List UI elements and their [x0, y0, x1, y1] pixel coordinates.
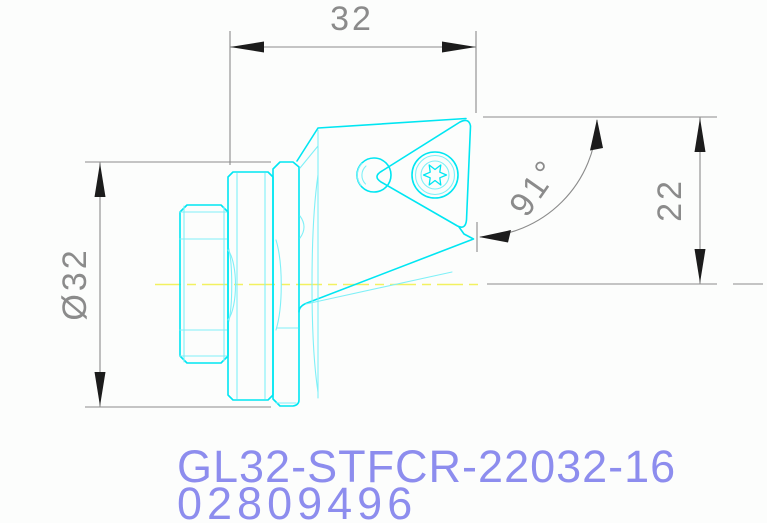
flange-ring-2-curve	[275, 239, 282, 331]
shank-outline	[179, 204, 229, 364]
head-chamfer-inner	[299, 145, 319, 169]
part-number-label: GL32-STFCR-22032-16	[177, 441, 676, 492]
diameter-arrow-top	[94, 163, 106, 197]
torx-star-icon	[422, 164, 448, 186]
flange-ring-2	[272, 161, 300, 407]
dimension-angle: 91°	[476, 119, 603, 252]
head-nose-and-bottom-edge	[298, 226, 475, 313]
flange-ring-1-edges	[236, 172, 266, 400]
height-dimension-text: 22	[651, 178, 689, 222]
head-bottom-inner-edge	[305, 271, 453, 305]
angle-dimension-text: 91°	[502, 152, 568, 223]
dimension-width: 32	[229, 0, 477, 165]
flange-ring-2-detail	[275, 327, 299, 404]
head-top-edge	[296, 117, 467, 162]
width-arrow-left	[230, 41, 264, 53]
dimension-diameter: Ø32	[56, 161, 271, 408]
screw-socket-circle	[420, 160, 450, 190]
angle-arrow-left	[479, 230, 511, 243]
height-arrow-top	[694, 118, 706, 152]
flange-ring-1-curve	[227, 249, 236, 321]
head-face-curve	[311, 174, 319, 393]
flange-ring-1	[227, 171, 274, 401]
centerline-group	[155, 283, 763, 286]
clamp-inner-arcs	[356, 162, 367, 187]
diameter-dimension-text: Ø32	[56, 247, 94, 320]
width-arrow-right	[442, 41, 476, 53]
diameter-arrow-bottom	[94, 372, 106, 406]
shank-thread-lines	[179, 205, 229, 363]
part-labels: GL32-STFCR-22032-16 02809496	[177, 441, 676, 523]
width-dimension-text: 32	[330, 0, 374, 38]
screw-outer-circle	[411, 151, 459, 199]
insert-triangle	[376, 119, 472, 228]
angle-arrow-top	[590, 119, 603, 151]
tool-holder-part	[179, 117, 475, 407]
order-number-label: 02809496	[177, 478, 417, 523]
dimension-height: 22	[483, 116, 717, 285]
head-bump-detail	[299, 215, 305, 239]
height-arrow-bottom	[694, 249, 706, 283]
screw-ring	[414, 154, 456, 196]
